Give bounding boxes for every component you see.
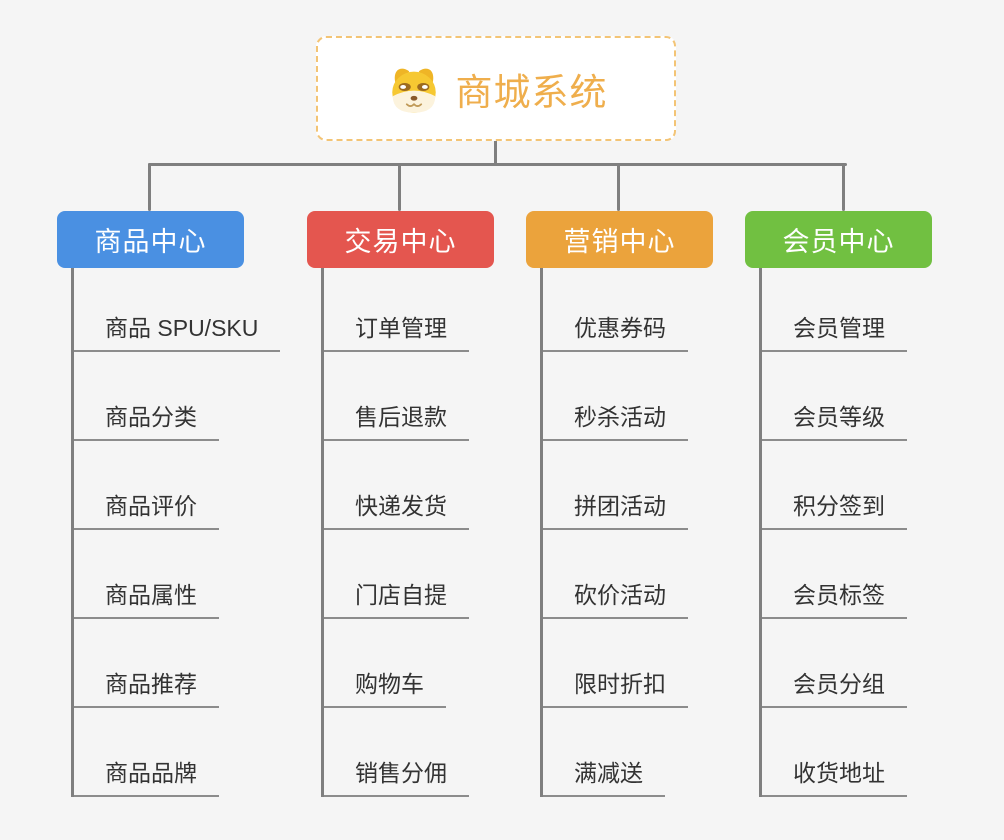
- leaf-item[interactable]: 优惠券码: [543, 268, 713, 352]
- leaf-label: 销售分佣: [324, 754, 469, 797]
- branch-node-marketing[interactable]: 营销中心: [526, 211, 713, 268]
- leaf-label: 会员管理: [762, 309, 907, 352]
- leaf-list-product: 商品 SPU/SKU 商品分类 商品评价 商品属性 商品推荐 商品品牌: [71, 268, 281, 797]
- leaf-list-member: 会员管理 会员等级 积分签到 会员标签 会员分组 收货地址: [759, 268, 932, 797]
- leaf-list-trade: 订单管理 售后退款 快递发货 门店自提 购物车 销售分佣: [321, 268, 494, 797]
- leaf-item[interactable]: 会员管理: [762, 268, 932, 352]
- leaf-item[interactable]: 收货地址: [762, 708, 932, 797]
- leaf-label: 秒杀活动: [543, 398, 688, 441]
- connector-trunk: [148, 163, 847, 166]
- branch-marketing-center: 营销中心 优惠券码 秒杀活动 拼团活动 砍价活动 限时折扣 满减送: [526, 211, 713, 797]
- branch-node-member[interactable]: 会员中心: [745, 211, 932, 268]
- leaf-label: 优惠券码: [543, 309, 688, 352]
- connector-drop-product: [148, 163, 151, 211]
- connector-drop-marketing: [617, 163, 620, 211]
- leaf-label: 拼团活动: [543, 487, 688, 530]
- leaf-label: 商品 SPU/SKU: [74, 309, 281, 352]
- leaf-label: 积分签到: [762, 487, 907, 530]
- leaf-label: 订单管理: [324, 309, 469, 352]
- leaf-item[interactable]: 会员等级: [762, 352, 932, 441]
- leaf-item[interactable]: 砍价活动: [543, 530, 713, 619]
- leaf-label: 商品评价: [74, 487, 219, 530]
- leaf-item[interactable]: 订单管理: [324, 268, 494, 352]
- leaf-label: 门店自提: [324, 576, 469, 619]
- leaf-item[interactable]: 限时折扣: [543, 619, 713, 708]
- branch-product-center: 商品中心 商品 SPU/SKU 商品分类 商品评价 商品属性 商品推荐 商品品牌: [57, 211, 281, 797]
- leaf-item[interactable]: 商品品牌: [74, 708, 244, 797]
- connector-root-stem: [494, 140, 497, 166]
- leaf-label: 会员分组: [762, 665, 907, 708]
- branch-member-center: 会员中心 会员管理 会员等级 积分签到 会员标签 会员分组 收货地址: [745, 211, 932, 797]
- root-node[interactable]: 商城系统: [316, 36, 676, 141]
- branch-node-trade[interactable]: 交易中心: [307, 211, 494, 268]
- leaf-item[interactable]: 满减送: [543, 708, 713, 797]
- leaf-item[interactable]: 商品 SPU/SKU: [74, 268, 281, 352]
- shiba-dog-icon: [385, 60, 443, 118]
- leaf-label: 收货地址: [762, 754, 907, 797]
- leaf-label: 快递发货: [324, 487, 469, 530]
- leaf-label: 会员标签: [762, 576, 907, 619]
- leaf-label: 满减送: [543, 754, 665, 797]
- leaf-label: 购物车: [324, 665, 446, 708]
- leaf-item[interactable]: 商品分类: [74, 352, 244, 441]
- leaf-list-marketing: 优惠券码 秒杀活动 拼团活动 砍价活动 限时折扣 满减送: [540, 268, 713, 797]
- leaf-label: 会员等级: [762, 398, 907, 441]
- leaf-item[interactable]: 购物车: [324, 619, 494, 708]
- leaf-item[interactable]: 商品评价: [74, 441, 244, 530]
- leaf-item[interactable]: 商品属性: [74, 530, 244, 619]
- branch-node-product[interactable]: 商品中心: [57, 211, 244, 268]
- leaf-item[interactable]: 会员标签: [762, 530, 932, 619]
- leaf-label: 商品属性: [74, 576, 219, 619]
- root-title: 商城系统: [455, 71, 608, 113]
- leaf-item[interactable]: 销售分佣: [324, 708, 494, 797]
- branch-trade-center: 交易中心 订单管理 售后退款 快递发货 门店自提 购物车 销售分佣: [307, 211, 494, 797]
- leaf-label: 商品品牌: [74, 754, 219, 797]
- leaf-label: 限时折扣: [543, 665, 688, 708]
- leaf-label: 商品分类: [74, 398, 219, 441]
- leaf-item[interactable]: 积分签到: [762, 441, 932, 530]
- leaf-item[interactable]: 拼团活动: [543, 441, 713, 530]
- leaf-label: 售后退款: [324, 398, 469, 441]
- leaf-item[interactable]: 快递发货: [324, 441, 494, 530]
- leaf-item[interactable]: 售后退款: [324, 352, 494, 441]
- connector-drop-trade: [398, 163, 401, 211]
- leaf-label: 砍价活动: [543, 576, 688, 619]
- leaf-item[interactable]: 门店自提: [324, 530, 494, 619]
- leaf-item[interactable]: 秒杀活动: [543, 352, 713, 441]
- leaf-item[interactable]: 商品推荐: [74, 619, 244, 708]
- connector-drop-member: [842, 163, 845, 211]
- leaf-item[interactable]: 会员分组: [762, 619, 932, 708]
- leaf-label: 商品推荐: [74, 665, 219, 708]
